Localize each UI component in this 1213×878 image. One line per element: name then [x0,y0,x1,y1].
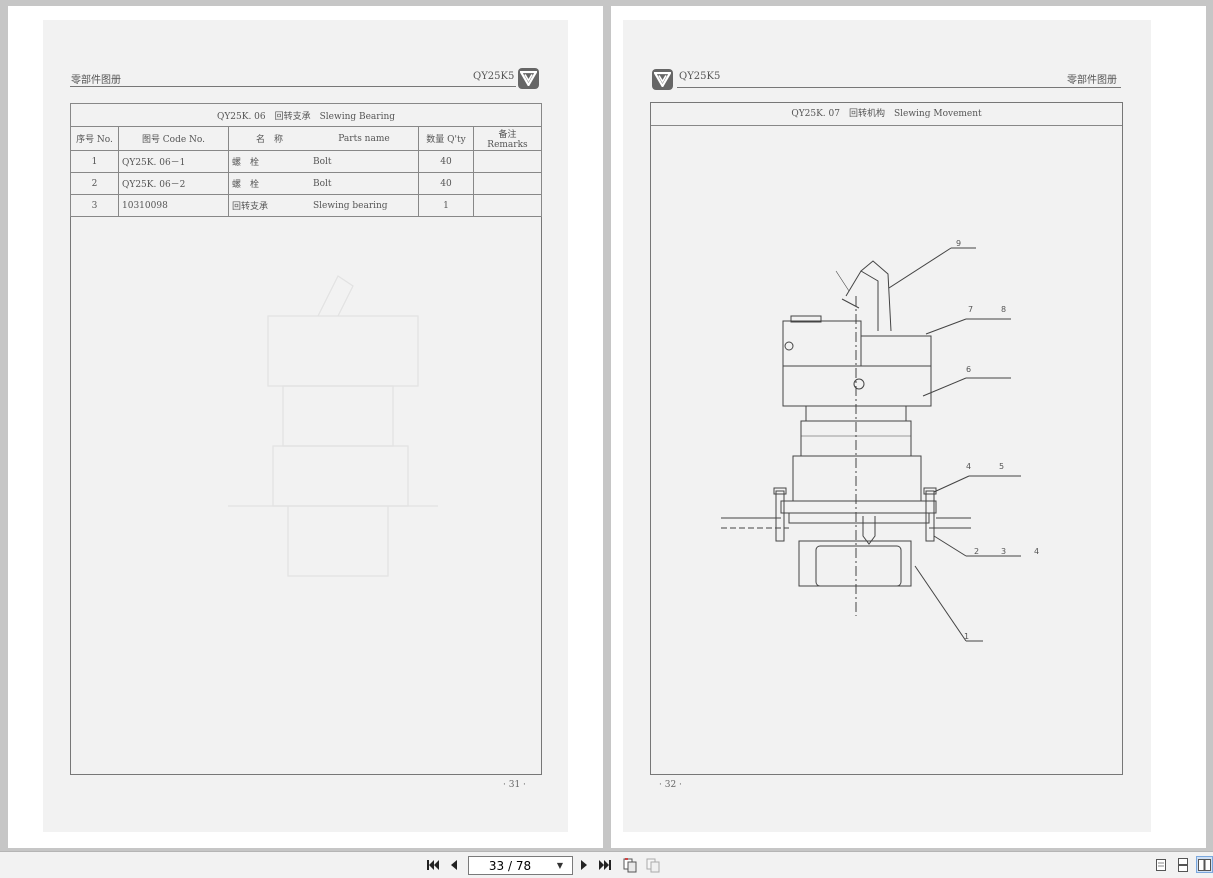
callout-4-lower: 4 [1034,547,1039,556]
left-header-catalog-title: 零部件图册 [71,75,121,86]
document-viewport[interactable]: 零部件图册 QY25K5 QY25K. 06 回转支承 Slewing Bear… [0,0,1213,851]
last-page-icon[interactable] [597,857,613,873]
right-header-rule [677,87,1121,88]
right-drawing-frame [650,102,1123,775]
table-row: 2 QY25K. 06－2 螺 栓 Bolt 40 [70,172,542,195]
row-name-cn: 螺 栓 [228,172,310,195]
row-name-cn: 回转支承 [228,194,310,217]
page-number-field[interactable]: ▼ [468,856,573,875]
parts-table: QY25K. 06 回转支承 Slewing Bearing 序号 No. 图号… [70,103,542,217]
table-row: 3 10310098 回转支承 Slewing bearing 1 [70,194,542,217]
callout-5: 5 [999,462,1004,471]
row-code: QY25K. 06－1 [118,150,229,173]
col-qty: 数量 Q'ty [418,126,474,151]
row-no: 1 [70,150,119,173]
row-remarks [473,172,542,195]
col-code: 图号 Code No. [118,126,229,151]
drawing-title: QY25K. 07 回转机构 Slewing Movement [651,103,1122,126]
show-through-ghost-drawing [228,275,438,577]
row-qty: 1 [418,194,474,217]
right-header-catalog-title: 零部件图册 [1067,75,1117,86]
navigation-toolbar: ▼ [0,851,1213,878]
row-remarks [473,194,542,217]
page-number-31: · 31 · [503,780,526,790]
callout-6: 6 [966,365,971,374]
left-header-rule [70,86,516,87]
row-name-en: Bolt [310,172,419,195]
paste-page-icon[interactable] [645,857,661,873]
callout-7: 7 [968,305,973,314]
next-page-icon[interactable] [576,857,592,873]
col-name-en: Parts name [310,126,419,151]
col-no: 序号 No. [70,126,119,151]
xcmg-logo-icon [652,69,673,90]
row-name-cn: 螺 栓 [228,150,310,173]
table-row: 1 QY25K. 06－1 螺 栓 Bolt 40 [70,150,542,173]
callout-9: 9 [956,239,961,248]
first-page-icon[interactable] [425,857,441,873]
row-no: 3 [70,194,119,217]
row-remarks [473,150,542,173]
parts-table-title: QY25K. 06 回转支承 Slewing Bearing [70,103,542,127]
col-remarks: 备注 Remarks [473,126,542,151]
scanned-page-background [623,20,1151,832]
row-name-en: Slewing bearing [310,194,419,217]
copy-page-icon[interactable] [622,857,638,873]
xcmg-logo-icon [518,68,539,89]
row-code: 10310098 [118,194,229,217]
row-name-en: Bolt [310,150,419,173]
left-header-model: QY25K5 [473,71,515,82]
row-code: QY25K. 06－2 [118,172,229,195]
previous-page-icon[interactable] [446,857,462,873]
row-qty: 40 [418,172,474,195]
page-31: 零部件图册 QY25K5 QY25K. 06 回转支承 Slewing Bear… [8,6,603,848]
slewing-movement-drawing: 9 7 8 6 4 5 2 3 4 1 [721,239,1039,642]
row-no: 2 [70,172,119,195]
callout-3: 3 [1001,547,1006,556]
callout-1: 1 [964,632,969,641]
page-number-32: · 32 · [659,780,682,790]
callout-2: 2 [974,547,979,556]
table-header-row: 序号 No. 图号 Code No. 名 称 Parts name 数量 Q't… [70,126,542,151]
page-dropdown-chevron-icon[interactable]: ▼ [556,861,564,870]
two-page-view-icon[interactable] [1196,856,1213,873]
page-32: QY25K5 零部件图册 QY25K. 07 回转机构 Slewing Move… [611,6,1206,848]
col-name-cn: 名 称 [228,126,310,151]
single-page-view-icon[interactable] [1153,857,1169,873]
row-qty: 40 [418,150,474,173]
callout-8: 8 [1001,305,1006,314]
right-header-model: QY25K5 [679,71,721,82]
callout-4-upper: 4 [966,462,971,471]
continuous-view-icon[interactable] [1175,857,1191,873]
page-number-input[interactable] [469,858,551,873]
